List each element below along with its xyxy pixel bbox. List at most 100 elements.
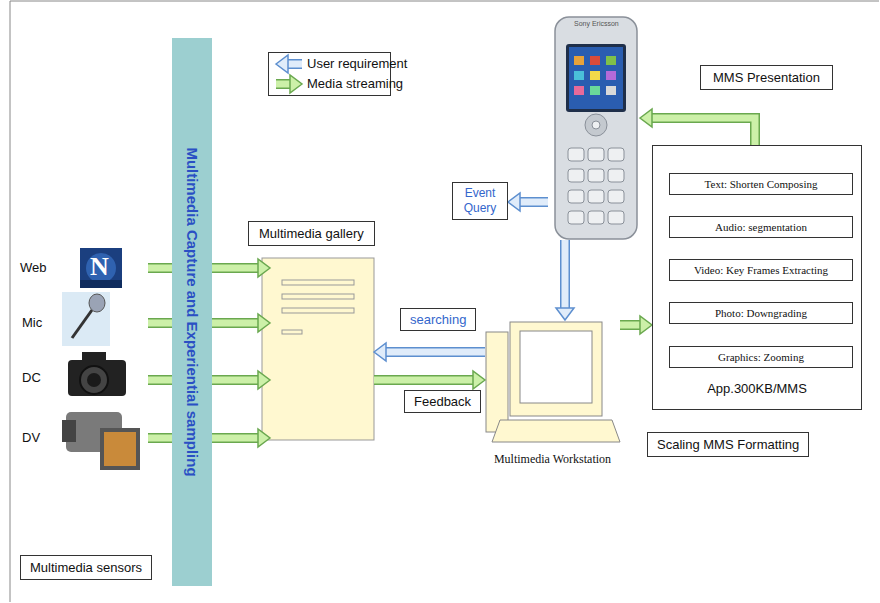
process-box: Graphics: Zooming xyxy=(669,346,853,368)
arrow-head xyxy=(276,55,288,73)
legend-box: User requirementMedia streaming xyxy=(268,52,391,96)
arrow-fill xyxy=(519,199,548,206)
stream-arrow xyxy=(148,268,174,269)
arrow-fill xyxy=(374,377,474,384)
edge-label: Feedback xyxy=(404,390,481,413)
stream-arrow xyxy=(210,371,270,389)
arrow-outline xyxy=(210,318,259,328)
node-text: MMS Presentation xyxy=(700,65,833,90)
stream-arrow xyxy=(148,323,174,324)
arrow-fill xyxy=(210,265,259,272)
logo-letter: N xyxy=(90,252,109,282)
screen-icon xyxy=(606,56,616,65)
node-text: Multimedia Workstation xyxy=(490,452,615,466)
caption-box: Scaling MMS Formatting xyxy=(647,432,809,457)
screen-icon xyxy=(590,86,600,95)
arrow-fill xyxy=(385,349,485,356)
flow-arrow xyxy=(374,371,485,389)
arrow-fill xyxy=(620,322,641,329)
arrow-outline xyxy=(148,318,174,328)
flow-arrow xyxy=(556,240,574,320)
screen-icon xyxy=(606,71,616,80)
source-label: Mic xyxy=(22,315,42,330)
arrow-outline xyxy=(210,263,259,273)
phone-key xyxy=(568,211,584,224)
process-panel: App.300KB/MMS Text: Shorten ComposingAudi… xyxy=(652,145,862,410)
arrow-fill xyxy=(148,265,174,272)
screen-icon xyxy=(606,86,616,95)
source-label: DV xyxy=(22,430,40,445)
screen-icon xyxy=(574,56,584,65)
node-text: Text: Shorten Composing xyxy=(670,174,852,194)
legend-arrow xyxy=(276,75,302,93)
arrow-outline xyxy=(560,240,570,309)
caption-box: Multimedia sensors xyxy=(20,555,152,580)
stream-arrow xyxy=(148,438,174,439)
phone-key xyxy=(608,148,624,161)
arrow-head xyxy=(640,109,652,127)
arrow-head xyxy=(258,429,270,447)
source-label: DC xyxy=(22,370,41,385)
legend-text: Media streaming xyxy=(307,76,403,91)
arrow-head xyxy=(258,314,270,332)
node-text: Multimedia gallery xyxy=(248,221,375,246)
flow-arrow xyxy=(620,316,652,334)
edge-label: searching xyxy=(400,308,476,331)
phone-key xyxy=(588,148,604,161)
arrow-fill xyxy=(210,377,259,384)
stream-arrow xyxy=(148,380,174,381)
arrow-fill xyxy=(562,240,569,309)
stream-arrow xyxy=(210,259,270,277)
process-box: Video: Key Frames Extracting xyxy=(669,259,853,281)
arrow-fill xyxy=(651,118,755,145)
node-text: Audio: segmentation xyxy=(670,217,852,237)
arrow-fill xyxy=(148,377,174,384)
phone-key xyxy=(568,190,584,203)
screen-icon xyxy=(590,71,600,80)
arrow-outline xyxy=(210,375,259,385)
legend-text: User requirement xyxy=(307,56,407,71)
flow-arrow xyxy=(374,343,485,361)
phone-key xyxy=(588,211,604,224)
node-text: Multimedia Capture and Experiential samp… xyxy=(184,147,201,476)
arrow-outline xyxy=(276,79,291,89)
arrow-outline xyxy=(287,59,302,69)
process-box: Audio: segmentation xyxy=(669,216,853,238)
arrow-head xyxy=(258,259,270,277)
phone-key xyxy=(568,148,584,161)
process-box: Photo: Downgrading xyxy=(669,302,853,324)
phone-key xyxy=(608,211,624,224)
arrow-fill xyxy=(210,435,259,442)
arrow-head xyxy=(473,371,485,389)
stream-arrow xyxy=(210,429,270,447)
arrow-outline xyxy=(620,320,641,330)
arrow-fill xyxy=(148,320,174,327)
arrow-fill xyxy=(148,435,174,442)
screen-icon xyxy=(574,86,584,95)
arrow-fill xyxy=(287,61,302,68)
phone-key xyxy=(568,169,584,182)
phone-key xyxy=(588,190,604,203)
source-label: Web xyxy=(20,260,47,275)
query-arrow xyxy=(508,193,548,211)
stream-arrow xyxy=(210,314,270,332)
capture-band: Multimedia Capture and Experiential samp… xyxy=(172,38,212,586)
arrow-head xyxy=(290,75,302,93)
arrow-outline xyxy=(385,347,485,357)
server-node: Multimedia gallery xyxy=(262,258,374,440)
process-box: Text: Shorten Composing xyxy=(669,173,853,195)
arrow-outline xyxy=(519,197,548,207)
node-text: Multimedia sensors xyxy=(30,560,142,575)
arrow-head xyxy=(508,193,520,211)
phone-node: MMS Presentation xyxy=(550,15,640,240)
workstation-node: Multimedia Workstation xyxy=(485,320,620,444)
arrow-outline xyxy=(148,375,174,385)
phone-key xyxy=(588,169,604,182)
legend-arrow xyxy=(276,55,302,73)
arrow-head xyxy=(640,316,652,334)
arrow-head xyxy=(374,343,386,361)
screen-icon xyxy=(590,56,600,65)
phone-key xyxy=(608,190,624,203)
node-text: App.300KB/MMS xyxy=(653,381,861,396)
arrow-outline xyxy=(148,263,174,273)
